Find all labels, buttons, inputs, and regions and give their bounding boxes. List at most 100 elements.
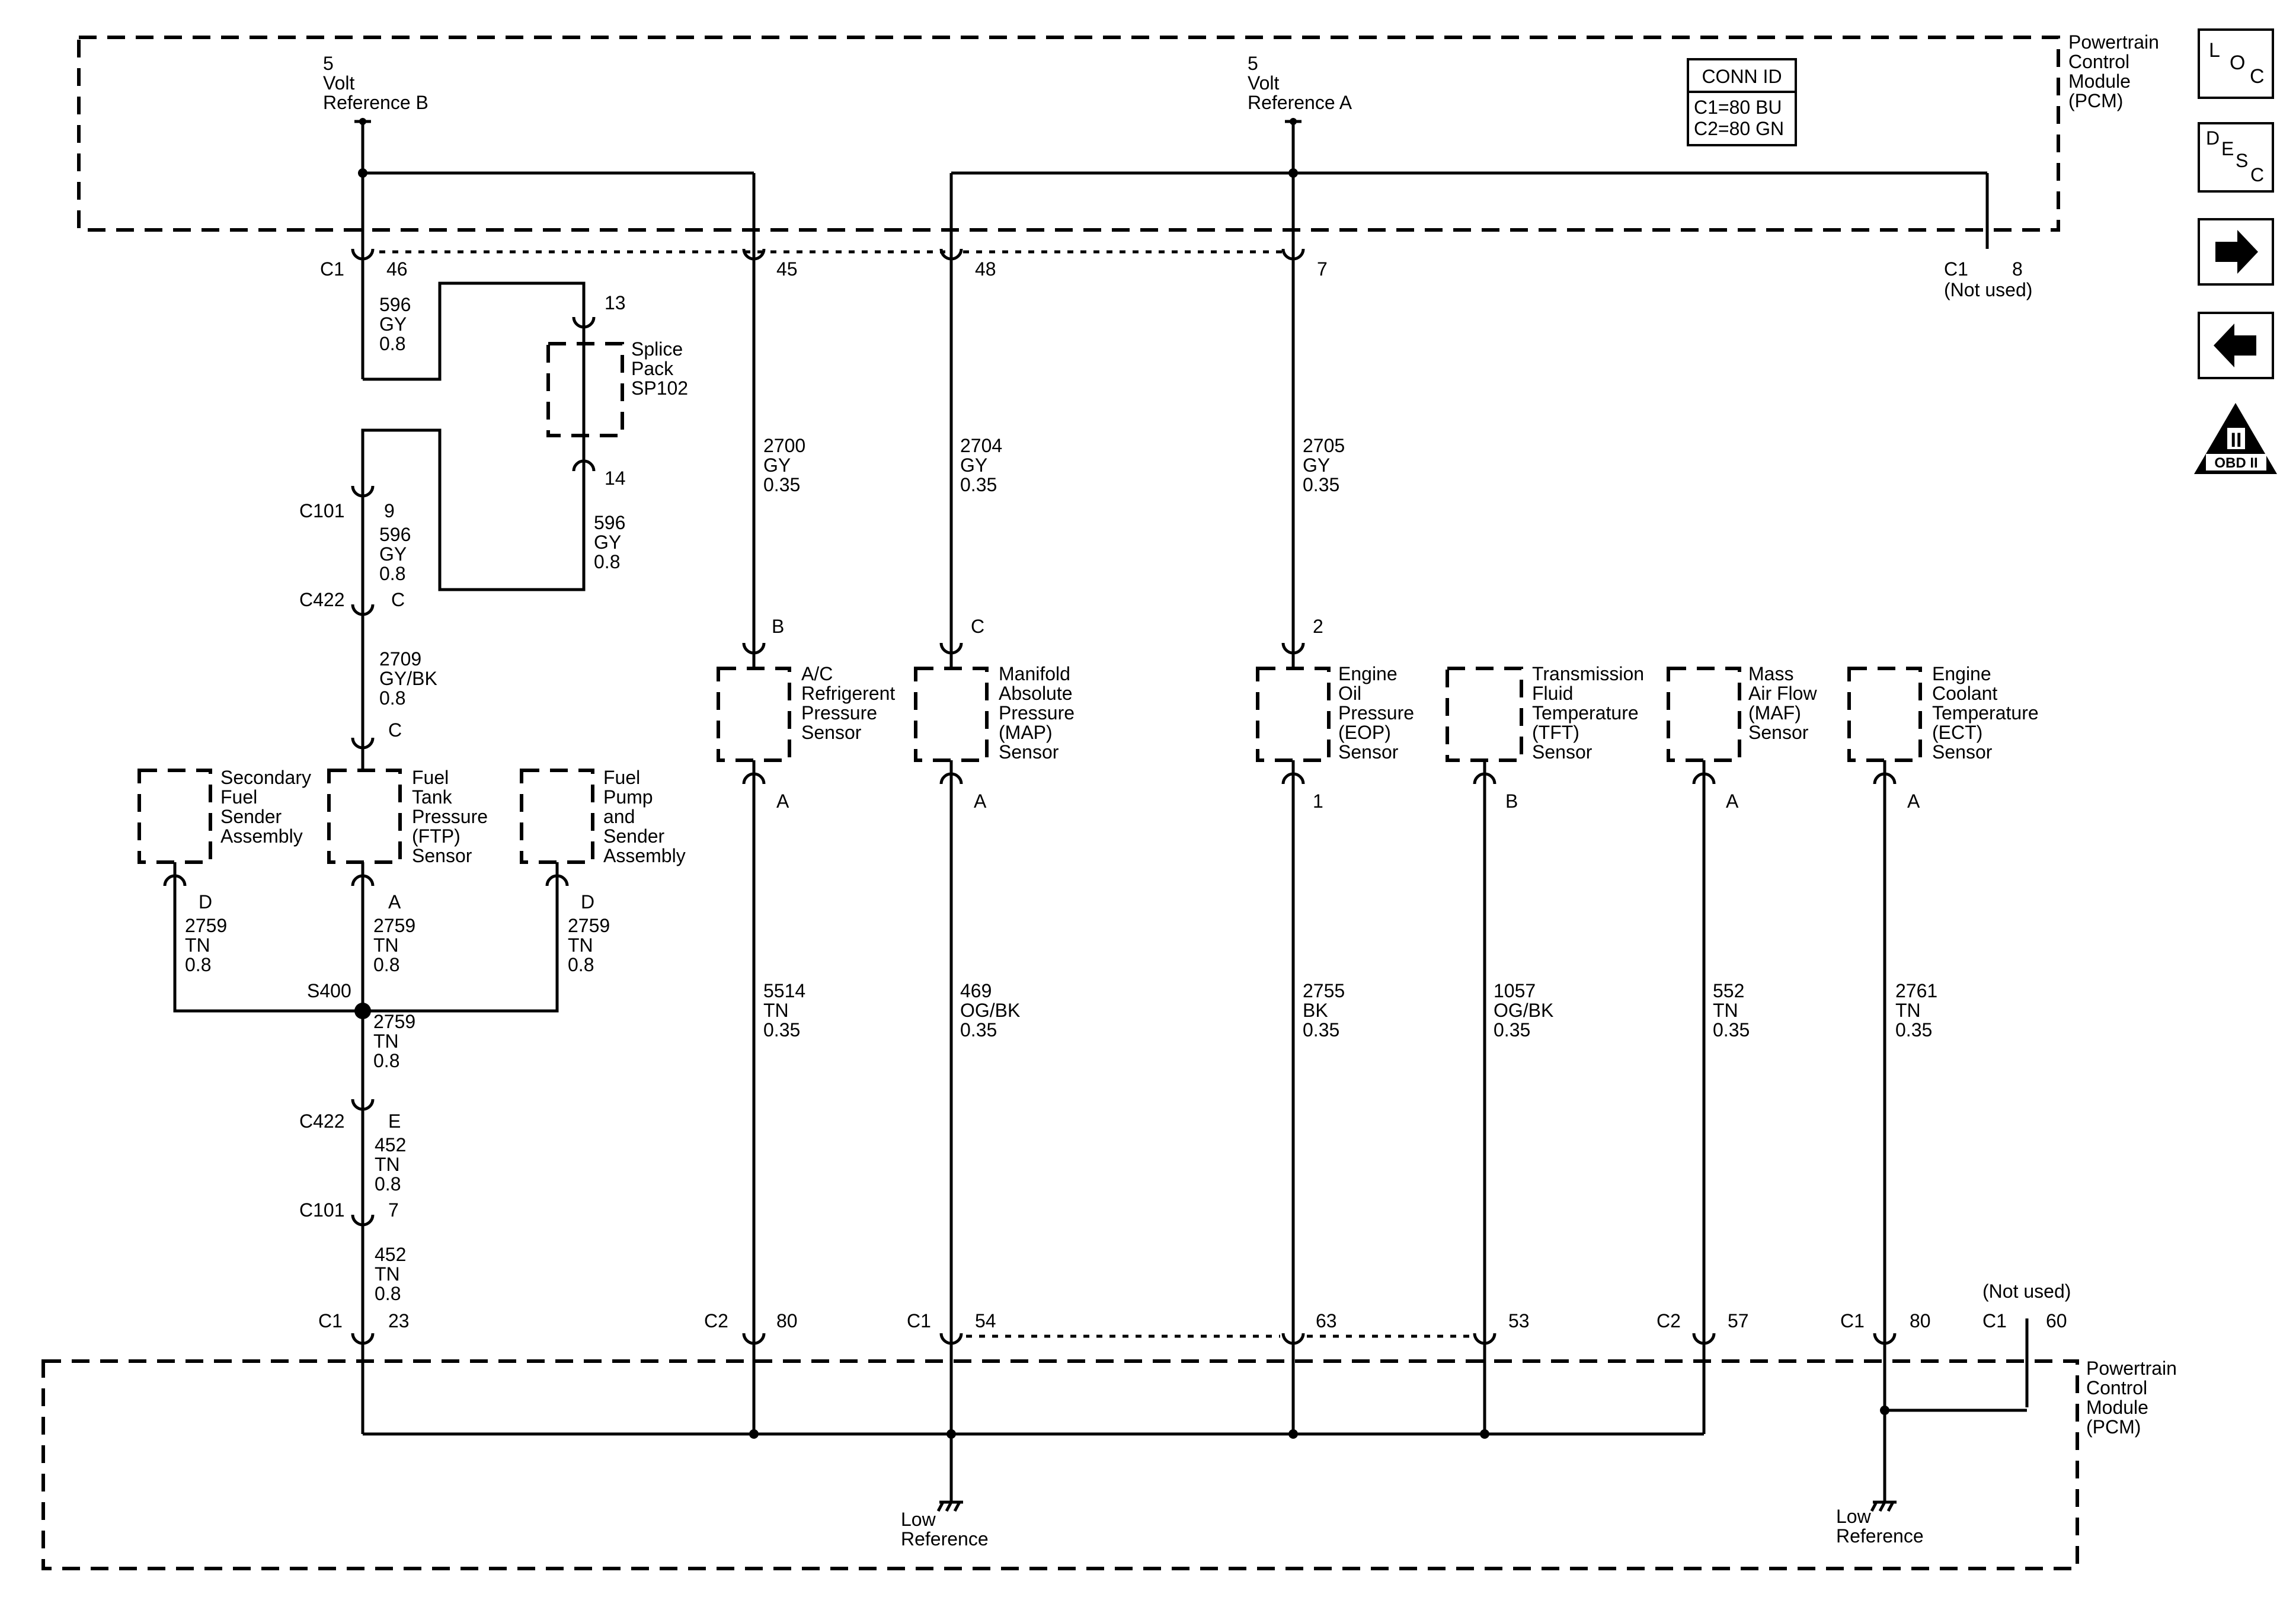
fuel-pump-sender: Fuel Pump and Sender Assembly [603, 767, 686, 866]
svg-text:(MAP): (MAP) [999, 722, 1053, 743]
svg-text:Sender: Sender [603, 825, 665, 847]
ect-sensor: Engine Coolant Temperature (ECT) Sensor [1932, 663, 2039, 763]
svg-text:596: 596 [379, 524, 411, 545]
svg-text:53: 53 [1508, 1310, 1530, 1331]
svg-text:5: 5 [1248, 53, 1258, 74]
pcm-bottom-pin-labels: C1 23 C2 80 C1 54 63 53 C2 57 C1 80 (Not… [318, 1281, 2071, 1331]
previous-page-button[interactable] [2198, 312, 2274, 379]
pcm-top-pin-labels: C1 46 45 48 7 C1 8 (Not used) [320, 258, 2032, 300]
svg-text:80: 80 [776, 1310, 798, 1331]
svg-text:2755: 2755 [1303, 980, 1345, 1001]
svg-text:Sender: Sender [220, 806, 282, 827]
svg-text:0.35: 0.35 [763, 474, 800, 495]
svg-text:Sensor: Sensor [412, 845, 472, 866]
left-arrow-icon [2214, 324, 2256, 367]
svg-text:0.8: 0.8 [185, 954, 211, 975]
svg-text:Splice: Splice [631, 338, 683, 360]
sensor-bottom-pins: A A 1 B A A [776, 790, 1920, 812]
svg-text:CONN ID: CONN ID [1702, 66, 1782, 87]
next-page-button[interactable] [2198, 218, 2274, 286]
obd-ii-button[interactable]: II OBD II [2194, 403, 2277, 474]
ftp-top-pin: C [388, 719, 402, 741]
svg-text:Fluid: Fluid [1532, 683, 1573, 704]
svg-text:(ECT): (ECT) [1932, 722, 1982, 743]
svg-text:O: O [2230, 52, 2245, 74]
svg-text:0.35: 0.35 [960, 474, 997, 495]
svg-text:0.8: 0.8 [379, 563, 405, 584]
loc-button[interactable]: L O C [2198, 28, 2274, 99]
svg-text:(EOP): (EOP) [1338, 722, 1391, 743]
svg-text:2759: 2759 [373, 915, 415, 936]
svg-text:TN: TN [375, 1263, 400, 1285]
wire-2700: 2700 GY 0.35 [763, 435, 805, 495]
svg-text:0.35: 0.35 [960, 1019, 997, 1041]
low-reference-wires [752, 794, 1886, 1324]
svg-text:Coolant: Coolant [1932, 683, 1997, 704]
svg-text:Mass: Mass [1748, 663, 1793, 684]
svg-text:C: C [971, 616, 984, 637]
svg-text:63: 63 [1316, 1310, 1337, 1331]
wire-2755: 2755 BK 0.35 [1303, 980, 1345, 1041]
wire-1057: 1057 OG/BK 0.35 [1494, 980, 1553, 1041]
svg-text:C2=80 GN: C2=80 GN [1694, 118, 1784, 139]
s400-splice-wiring [173, 896, 559, 1349]
sensor-boxes [717, 659, 1922, 794]
svg-text:E: E [2221, 138, 2234, 159]
svg-text:0.8: 0.8 [594, 551, 620, 572]
wire-2705: 2705 GY 0.35 [1303, 435, 1345, 495]
svg-text:S: S [2236, 150, 2248, 171]
svg-text:57: 57 [1728, 1310, 1749, 1331]
wire-5514: 5514 TN 0.35 [763, 980, 805, 1041]
svg-text:GY/BK: GY/BK [379, 668, 437, 689]
svg-text:Sensor: Sensor [1338, 741, 1399, 763]
svg-text:A: A [974, 790, 987, 812]
svg-text:0.8: 0.8 [373, 954, 399, 975]
wire-596-splice: 596 GY 0.8 [594, 512, 625, 572]
c101-upper-label: C101 9 [299, 500, 395, 521]
svg-text:C: C [2250, 65, 2265, 88]
svg-text:L: L [2209, 39, 2220, 62]
svg-text:596: 596 [594, 512, 625, 533]
sensor-top-pins: B C 2 [772, 616, 1323, 637]
svg-text:C1: C1 [318, 1310, 343, 1331]
svg-text:(MAF): (MAF) [1748, 702, 1801, 724]
svg-text:C: C [2250, 164, 2264, 185]
svg-text:Transmission: Transmission [1532, 663, 1644, 684]
svg-text:Temperature: Temperature [1532, 702, 1639, 724]
svg-text:Oil: Oil [1338, 683, 1361, 704]
svg-text:5: 5 [323, 53, 334, 74]
svg-text:48: 48 [975, 258, 996, 280]
fuel-sensor-pins: D A D [199, 891, 594, 913]
svg-text:(FTP): (FTP) [412, 825, 461, 847]
svg-text:60: 60 [2046, 1310, 2067, 1331]
svg-text:1: 1 [1313, 790, 1323, 812]
wire-2709: 2709 GY/BK 0.8 [379, 648, 437, 709]
svg-text:Pressure: Pressure [1338, 702, 1414, 724]
wire-452-lower: 452 TN 0.8 [375, 1244, 406, 1304]
svg-text:C: C [391, 589, 405, 610]
svg-text:A: A [776, 790, 789, 812]
svg-text:TN: TN [373, 1030, 399, 1052]
pcm-bottom-label: Powertrain Control Module (PCM) [2086, 1358, 2177, 1438]
svg-text:596: 596 [379, 294, 411, 315]
svg-text:Powertrain: Powertrain [2068, 31, 2159, 53]
svg-text:D: D [2206, 127, 2220, 149]
svg-text:Control: Control [2086, 1377, 2147, 1398]
c422-lower-label: C422 E [299, 1110, 401, 1132]
svg-text:45: 45 [776, 258, 798, 280]
svg-text:2: 2 [1313, 616, 1323, 637]
svg-text:0.8: 0.8 [379, 687, 405, 709]
svg-text:TN: TN [373, 934, 399, 956]
svg-text:Low: Low [901, 1509, 936, 1530]
s400-label: S400 [307, 980, 351, 1001]
desc-button[interactable]: D E S C [2198, 122, 2274, 193]
svg-text:Pressure: Pressure [801, 702, 877, 724]
svg-text:C1: C1 [907, 1310, 931, 1331]
reference-b-label: 5 Volt Reference B [323, 53, 428, 113]
svg-text:TN: TN [185, 934, 210, 956]
svg-text:Volt: Volt [1248, 72, 1279, 94]
wire-2759-ftp: 2759 TN 0.8 [373, 915, 415, 975]
svg-text:Sensor: Sensor [1932, 741, 1993, 763]
svg-text:TN: TN [1713, 1000, 1738, 1021]
